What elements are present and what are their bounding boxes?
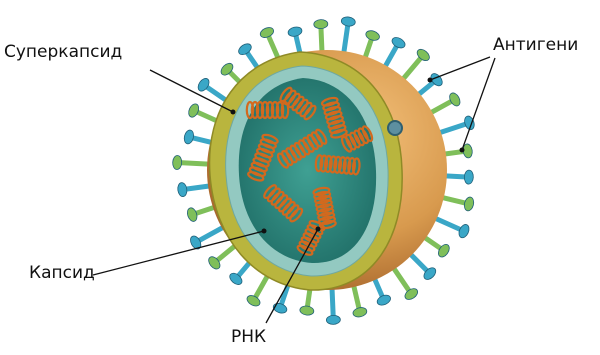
antigen-spike	[433, 217, 471, 239]
leader-dot	[428, 78, 433, 83]
leader-dot	[460, 148, 465, 153]
antigen-spike	[326, 286, 340, 325]
antigen-spike	[186, 206, 217, 222]
antigen-spike	[177, 182, 212, 197]
antigen-spike	[437, 115, 476, 134]
antigen-spike	[443, 170, 474, 184]
antigen-spike	[341, 16, 356, 55]
antigen-spike	[440, 196, 475, 212]
label-antigeni: Антигени	[493, 37, 578, 54]
antigen-spike	[172, 155, 211, 169]
antigen-spike	[188, 226, 225, 251]
antigen-spike	[183, 129, 214, 145]
antigen-spike	[352, 283, 368, 318]
antigen-spike	[442, 143, 473, 158]
leader-dot	[262, 229, 267, 234]
leader-antigeni-1	[430, 57, 490, 80]
antigen-spike	[392, 266, 419, 302]
leader-dot	[231, 110, 236, 115]
antigen-spike	[417, 71, 445, 96]
antigen-spike	[206, 244, 237, 271]
antigen-spike	[373, 276, 392, 307]
antigen-spike	[401, 47, 431, 81]
leader-dot	[316, 227, 321, 232]
rna-coil	[247, 102, 288, 118]
antigen-spike	[384, 35, 407, 69]
leader-antigeni-2	[462, 58, 495, 150]
surface-pore	[388, 121, 402, 135]
leader-kapsid	[93, 231, 264, 275]
antigen-spike	[422, 236, 451, 259]
antigen-spike	[409, 252, 438, 281]
antigen-spike	[429, 91, 463, 114]
antigen-spike	[364, 29, 380, 60]
label-kapsid: Капсид	[29, 265, 95, 282]
label-superkapsid: Суперкапсид	[4, 44, 122, 61]
label-rnk: РНК	[231, 329, 266, 346]
antigen-spike	[314, 19, 328, 54]
